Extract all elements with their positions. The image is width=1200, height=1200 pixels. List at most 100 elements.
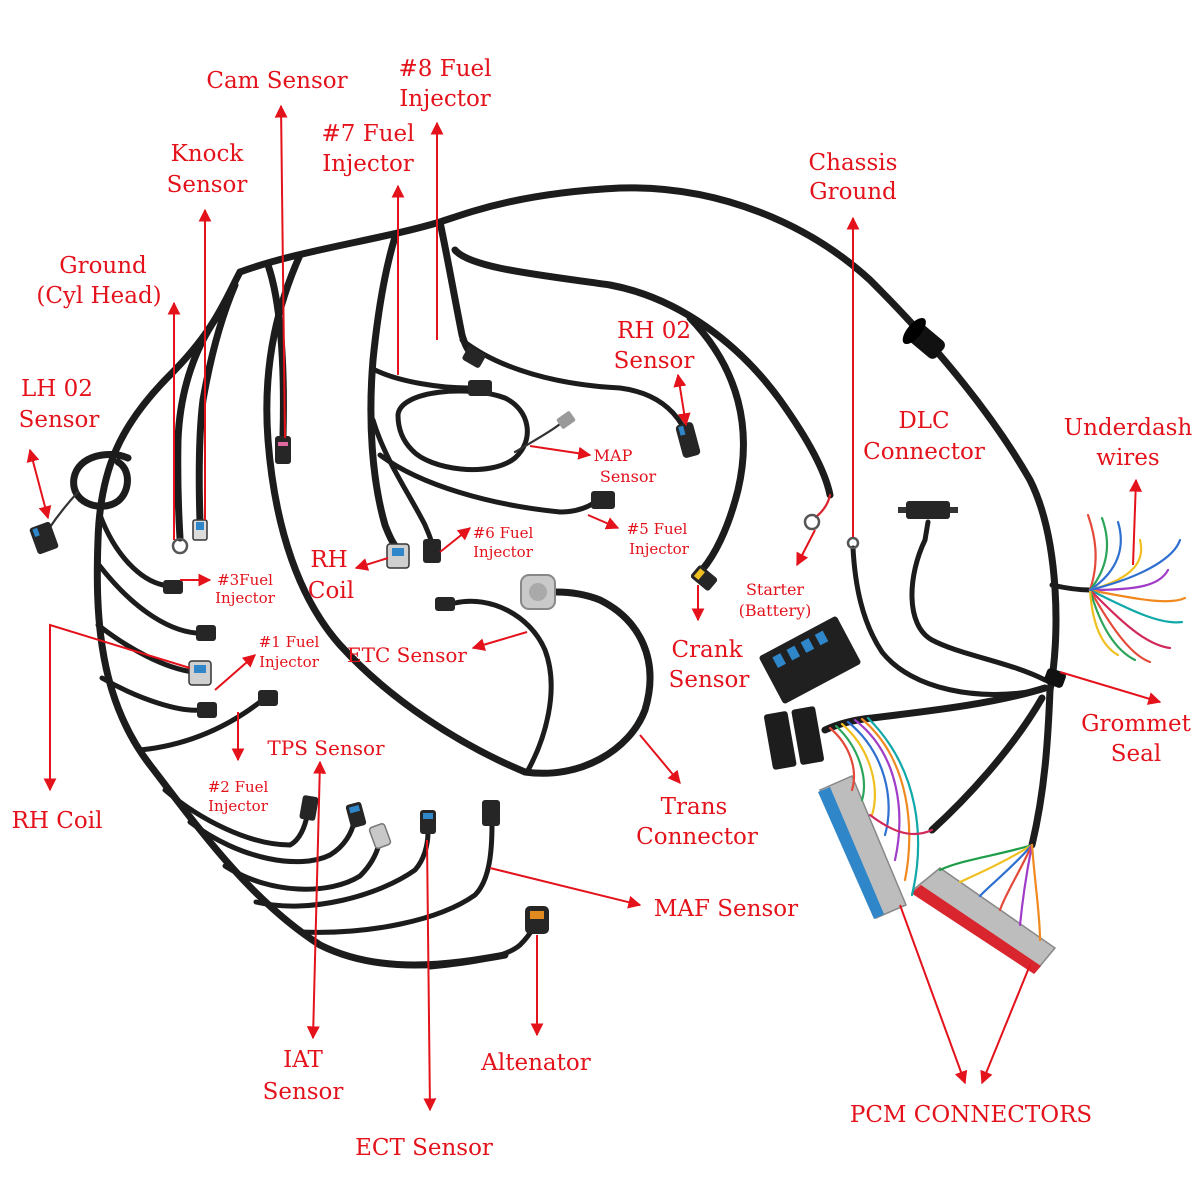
arrows bbox=[26, 104, 1162, 1112]
label-lh-o2-sensor: LH 02 Sensor bbox=[19, 376, 100, 433]
connector-map-sensor bbox=[556, 411, 576, 429]
label-line: wires bbox=[1096, 445, 1159, 471]
arrow-maf-sensor bbox=[489, 867, 642, 909]
connector-lh-o2 bbox=[29, 521, 59, 555]
arrow-cam-sensor bbox=[274, 104, 288, 439]
grommet-firewall bbox=[902, 317, 945, 359]
label-line: Ground bbox=[809, 179, 897, 205]
arrow-tps-iat bbox=[306, 760, 327, 1040]
arrow-rh-o2 bbox=[673, 373, 691, 427]
harness-chassis-ground-branch bbox=[850, 545, 1043, 697]
label-line: ETC Sensor bbox=[347, 643, 467, 667]
ring-terminal-chassis-ground bbox=[846, 536, 860, 550]
connector-rh-coil bbox=[386, 543, 410, 569]
label-line: Injector bbox=[322, 151, 414, 177]
arrow-rh-coil-middle bbox=[354, 557, 389, 571]
label-map-sensor: MAP Sensor bbox=[594, 446, 657, 486]
labels: Cam Sensor #8 Fuel Injector #7 Fuel Inje… bbox=[12, 56, 1193, 1161]
arrow-ect-sensor bbox=[423, 839, 437, 1112]
label-line: #5 Fuel bbox=[627, 520, 688, 538]
harness-tps-branch bbox=[162, 787, 310, 848]
connector-knock-sensor bbox=[192, 519, 208, 541]
label-fuel-injector-1: #1 Fuel Injector bbox=[259, 633, 320, 671]
label-line: MAF Sensor bbox=[654, 896, 798, 922]
label-line: #7 Fuel bbox=[322, 121, 415, 147]
harness-fuel-6-branch bbox=[370, 417, 435, 546]
harness-inner-trunk bbox=[263, 251, 654, 777]
label-ect-sensor: ECT Sensor bbox=[355, 1135, 493, 1161]
label-line: #6 Fuel bbox=[473, 524, 534, 542]
label-line: LH 02 bbox=[21, 376, 93, 402]
label-line: Coil bbox=[308, 578, 354, 604]
label-line: #1 Fuel bbox=[259, 633, 320, 651]
ring-terminal-starter bbox=[803, 513, 821, 531]
label-line: Injector bbox=[259, 653, 320, 671]
harness-left-trunk bbox=[93, 268, 509, 969]
label-line: Injector bbox=[399, 86, 491, 112]
label-line: Crank bbox=[671, 637, 743, 663]
wire-map-lead bbox=[513, 422, 562, 454]
harness-top-arc bbox=[236, 184, 1060, 694]
connector-alternator bbox=[525, 906, 549, 934]
harness-coil-branch bbox=[95, 622, 196, 675]
label-altenator: Altenator bbox=[480, 1050, 590, 1076]
label-line: Cam Sensor bbox=[206, 68, 347, 94]
connector-injector-5 bbox=[591, 491, 615, 509]
label-line: Trans bbox=[661, 794, 728, 820]
arrow-injector-5 bbox=[587, 514, 620, 530]
harness-map-loop bbox=[395, 388, 530, 472]
label-trans-connector: Trans Connector bbox=[636, 794, 758, 850]
label-line: MAP bbox=[594, 446, 633, 465]
harness-underdash-branch bbox=[1049, 582, 1093, 593]
connector-dlc bbox=[898, 501, 958, 519]
harness-rh-o2-branch bbox=[459, 337, 685, 428]
label-pcm-connectors: PCM CONNECTORS bbox=[850, 1102, 1092, 1128]
label-line: #2 Fuel bbox=[208, 778, 269, 796]
connector-injector-2 bbox=[197, 702, 217, 718]
label-line: PCM CONNECTORS bbox=[850, 1102, 1092, 1128]
harness-ground-branch bbox=[174, 306, 226, 542]
label-chassis-ground: Chassis Ground bbox=[809, 150, 898, 205]
label-line: Connector bbox=[636, 824, 758, 850]
arrow-rh-coil-left bbox=[43, 623, 191, 792]
label-line: Sensor bbox=[669, 667, 750, 693]
connector-trans bbox=[520, 574, 556, 610]
label-line: #8 Fuel bbox=[399, 56, 492, 82]
connector-coil-left bbox=[188, 660, 212, 686]
label-line: Seal bbox=[1111, 741, 1161, 767]
label-maf-sensor: MAF Sensor bbox=[654, 896, 798, 922]
pcm-connector-red bbox=[911, 867, 1057, 974]
pcm-connector-blue bbox=[818, 775, 907, 919]
label-crank-sensor: Crank Sensor bbox=[669, 637, 750, 693]
label-line: Starter bbox=[746, 580, 804, 599]
relay-connectors bbox=[764, 706, 824, 770]
label-ground-cyl-head: Ground (Cyl Head) bbox=[36, 253, 161, 309]
label-line: Knock bbox=[171, 141, 245, 167]
harness-pcm-mid bbox=[928, 694, 1046, 834]
arrow-etc-sensor bbox=[471, 631, 528, 651]
arrow-grommet-seal bbox=[1059, 671, 1162, 705]
connector-injector-3 bbox=[163, 580, 183, 594]
harness-ect-branch bbox=[253, 829, 431, 909]
label-fuel-injector-6: #6 Fuel Injector bbox=[473, 524, 534, 561]
label-line: Sensor bbox=[167, 172, 248, 198]
connector-injector-8 bbox=[462, 346, 486, 368]
label-line: Injector bbox=[473, 543, 534, 561]
label-line: Sensor bbox=[600, 467, 657, 486]
harness-maf-branch bbox=[297, 821, 495, 935]
connector-maf-sensor bbox=[482, 800, 500, 826]
arrow-lh-o2 bbox=[26, 448, 52, 520]
harness-pcm-right bbox=[1028, 686, 1054, 849]
label-dlc-connector: DLC Connector bbox=[863, 408, 985, 465]
label-fuel-injector-7: #7 Fuel Injector bbox=[322, 121, 415, 177]
label-fuel-injector-3: #3Fuel Injector bbox=[215, 571, 276, 607]
label-line: ECT Sensor bbox=[355, 1135, 493, 1161]
connector-injector-6 bbox=[423, 539, 441, 563]
label-cam-sensor: Cam Sensor bbox=[206, 68, 347, 94]
label-knock-sensor: Knock Sensor bbox=[167, 141, 248, 198]
fuse-relay-box bbox=[759, 616, 861, 704]
harness-etc-branch bbox=[452, 598, 554, 775]
label-line: RH 02 bbox=[617, 318, 691, 344]
label-fuel-injector-8: #8 Fuel Injector bbox=[399, 56, 492, 112]
